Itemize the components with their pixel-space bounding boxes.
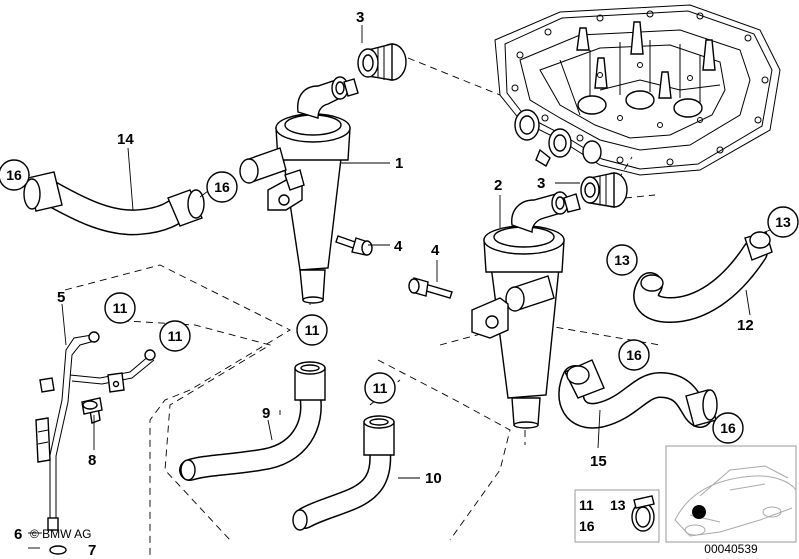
copyright: © BMW AG [30,527,92,541]
callout-3-right: 3 [537,175,545,192]
callout-13-b: 13 [614,252,630,268]
callout-11-b: 11 [168,328,183,344]
inset-clamp: 11 13 16 [574,489,660,543]
callout-3-left: 3 [356,9,364,26]
inset-clamp-11: 11 [579,497,594,513]
callout-11-d: 11 [373,380,388,396]
circled-callouts: 16 16 11 11 11 11 13 13 16 16 [0,159,799,444]
hose-15 [558,359,718,429]
callout-15: 15 [590,453,607,470]
oil-separator-left [239,76,359,304]
inset-clamp-16: 16 [579,518,595,534]
inset-car: 00040539 [665,445,797,556]
callout-2: 2 [494,177,502,194]
callout-16-b: 16 [214,179,230,195]
hose-9 [179,361,326,481]
diagram-number: 00040539 [704,542,758,556]
callout-10: 10 [425,470,442,487]
hose-10 [292,415,395,531]
bolt-left [335,235,373,256]
callout-8: 8 [88,452,96,469]
callout-11-a: 11 [113,300,128,316]
oil-pan [494,4,781,176]
callout-11-c: 11 [305,322,320,338]
inset-clamp-13: 13 [610,497,626,513]
bolt-8 [81,397,103,424]
hose-12 [633,231,773,323]
callout-13-a: 13 [775,214,791,230]
callout-12: 12 [737,317,754,334]
callout-4-right: 4 [431,242,440,259]
callout-1: 1 [395,155,403,172]
callout-7: 7 [88,542,96,559]
callouts: 3 1 4 2 3 4 14 5 8 9 10 12 15 6 7 [14,9,754,559]
callout-16-c: 16 [626,347,642,363]
callout-6: 6 [14,526,22,543]
grommet-left [357,43,407,81]
hose-clamp-icon [631,495,655,532]
callout-5: 5 [57,289,65,306]
callout-16-d: 16 [720,420,736,436]
washer-7 [49,545,67,555]
callout-9: 9 [262,405,270,422]
callout-16-a: 16 [6,167,22,183]
grommet-right [580,172,628,208]
hose-14 [23,171,205,236]
dipstick-tube [35,331,156,531]
callout-4-left: 4 [394,238,403,255]
oil-separator-right [471,191,581,429]
bolt-right [408,277,453,299]
callout-14: 14 [117,131,134,148]
location-marker [692,505,706,519]
leader-lines [20,25,771,549]
